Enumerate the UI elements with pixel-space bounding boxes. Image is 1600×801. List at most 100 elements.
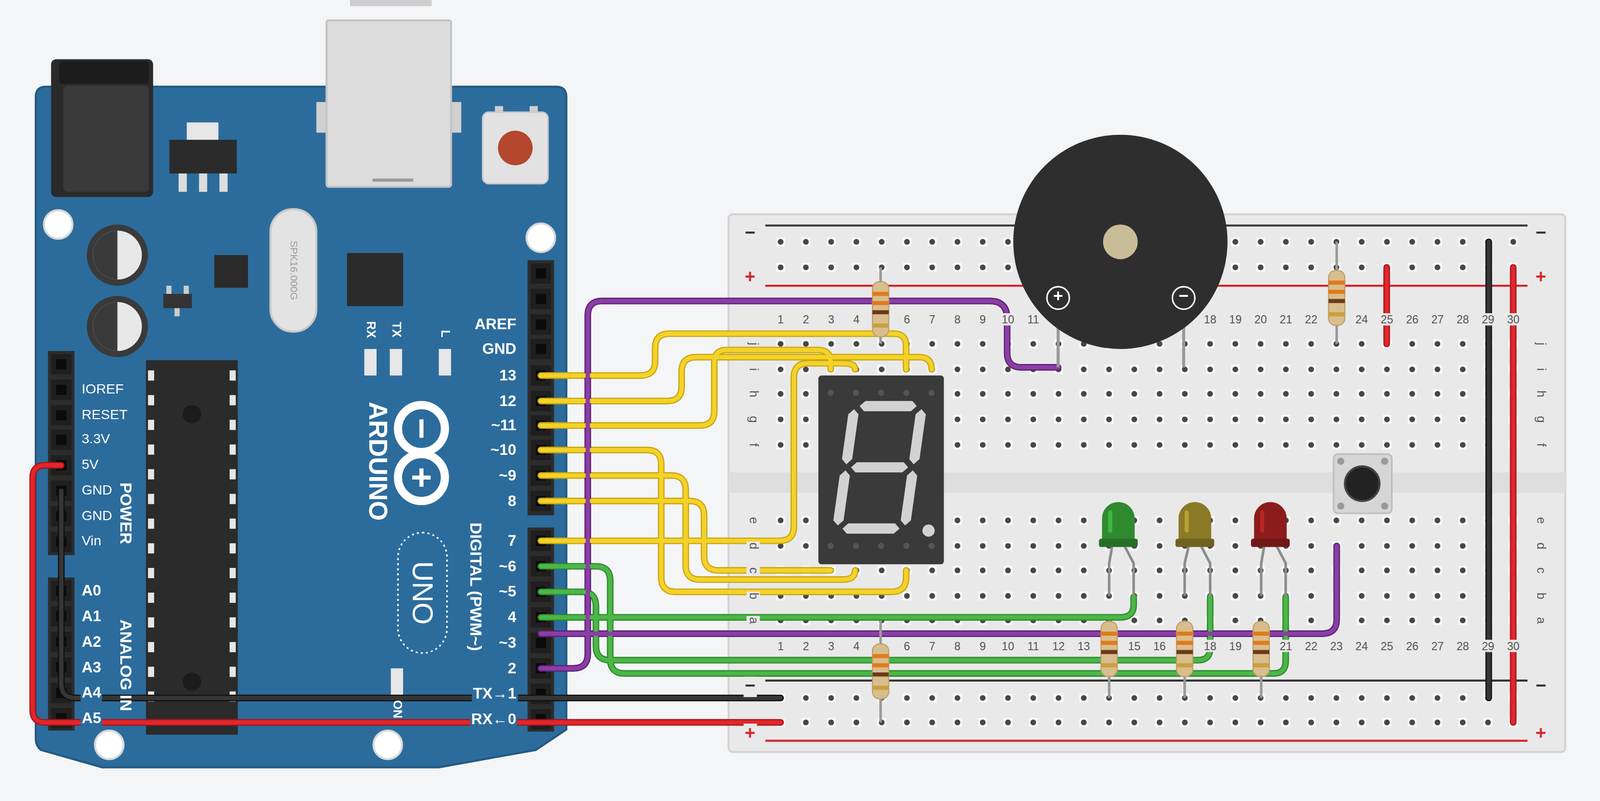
jumper-wire (1383, 267, 1391, 344)
breadboard-hole (1154, 717, 1164, 728)
breadboard-hole (801, 693, 811, 703)
breadboard-hole (1356, 565, 1367, 575)
pin-label: Vin (80, 534, 103, 550)
breadboard-hole (1181, 391, 1188, 397)
microcontroller-chip (145, 360, 238, 735)
breadboard-hole (1382, 615, 1392, 626)
jumper-wire (61, 490, 781, 698)
breadboard-hole (952, 364, 962, 375)
breadboard-hole (979, 340, 986, 347)
header-pin (535, 637, 546, 648)
column-letter: e (1534, 515, 1548, 525)
breadboard-hole (1255, 440, 1266, 450)
display-pin (827, 542, 834, 550)
row-number: 26 (1405, 313, 1420, 326)
resistor-symbol (1328, 298, 1345, 303)
breadboard-hole (1156, 391, 1163, 397)
breadboard-hole (1407, 389, 1417, 399)
breadboard-hole (1131, 695, 1138, 701)
seven-segment-display (922, 524, 935, 537)
pin-label: 2 (506, 659, 518, 677)
breadboard-hole (1356, 237, 1367, 247)
breadboard-hole (777, 517, 784, 524)
row-number: 21 (1278, 313, 1294, 326)
breadboard-hole (1306, 262, 1316, 273)
header-pin (56, 434, 67, 445)
rail-sign: + (743, 723, 757, 744)
row-number: 11 (1026, 639, 1040, 653)
breadboard-hole (954, 391, 961, 397)
breadboard-hole (1459, 542, 1466, 549)
breadboard-hole (1434, 567, 1441, 574)
breadboard-hole (1356, 389, 1367, 399)
chip-pin (229, 394, 236, 406)
header-pin (530, 338, 552, 360)
breadboard-hole (878, 567, 885, 574)
barrel-jack (51, 58, 154, 197)
breadboard-hole (927, 591, 937, 601)
header-pin (535, 343, 546, 354)
breadboard-hole (1333, 441, 1340, 448)
breadboard-hole (1055, 567, 1062, 574)
row-number: 27 (1430, 639, 1445, 653)
breadboard-hole (929, 719, 936, 726)
piezo-buzzer (1013, 134, 1228, 350)
breadboard-hole (1358, 593, 1365, 599)
breadboard-hole (1055, 416, 1062, 423)
breadboard-hole (1383, 593, 1390, 599)
microcontroller-chip (145, 360, 238, 735)
breadboard-hole (1004, 719, 1011, 726)
breadboard-hole (979, 567, 986, 574)
breadboard-hole (1331, 414, 1341, 424)
breadboard-hole (801, 717, 811, 728)
breadboard-hole (1154, 414, 1164, 424)
jumper-wire (540, 500, 831, 571)
breadboard-hole (1382, 440, 1392, 450)
pushbutton (1337, 502, 1345, 510)
breadboard-hole (1232, 264, 1239, 271)
breadboard-hole (929, 695, 936, 701)
chip-pin (229, 592, 236, 603)
breadboard-hole (1257, 340, 1264, 347)
breadboard-hole (1028, 541, 1038, 551)
breadboard-hole (1129, 717, 1139, 728)
breadboard-hole (902, 717, 912, 728)
polarity-mark: − (1178, 287, 1189, 307)
breadboard-hole (1055, 517, 1062, 524)
pin-label: 7 (506, 532, 518, 550)
breadboard-hole (802, 416, 809, 423)
breadboard-hole (1030, 567, 1037, 574)
breadboard-hole (802, 340, 809, 347)
led-symbol (1253, 502, 1287, 541)
resistor-symbol (1328, 289, 1345, 294)
breadboard-hole (1080, 542, 1087, 549)
row-number: 11 (1026, 313, 1040, 326)
column-letter: a (746, 615, 760, 625)
pin-label: ~3 (497, 634, 518, 652)
breadboard-hole (1383, 567, 1390, 574)
display-pin (928, 389, 935, 396)
pin-header (51, 263, 552, 730)
breadboard-hole (876, 237, 887, 247)
row-number: 19 (1228, 313, 1243, 326)
seven-segment-display (818, 375, 945, 565)
column-letter: f (746, 442, 760, 448)
breadboard-hole (1434, 441, 1441, 448)
breadboard-hole (1053, 440, 1063, 450)
breadboard-hole (954, 719, 961, 726)
breadboard-hole (1306, 440, 1316, 450)
breadboard-hole (979, 695, 986, 701)
chip-pin (147, 370, 155, 381)
led-symbol (1260, 509, 1265, 533)
seven-segment-display (841, 408, 859, 465)
breadboard-hole (1407, 565, 1417, 575)
breadboard-hole (1230, 615, 1240, 626)
jumper-wire (540, 357, 932, 402)
pin-label: A2 (80, 633, 103, 651)
chip-pin (229, 567, 236, 579)
display-pin (852, 389, 859, 396)
breadboard-hole (979, 441, 986, 448)
led-symbol (1178, 502, 1212, 541)
breadboard-hole (1129, 389, 1139, 399)
breadboard-hole (1458, 717, 1468, 728)
